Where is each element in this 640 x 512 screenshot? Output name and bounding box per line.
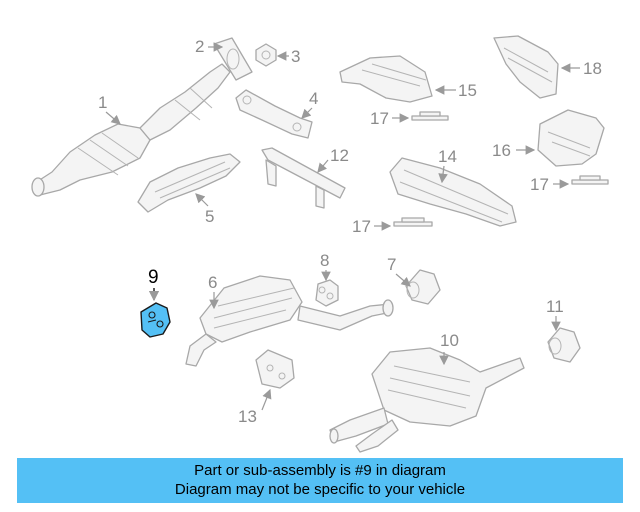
part-2-gasket[interactable]	[213, 37, 253, 81]
callout-17b: 17	[530, 175, 549, 194]
callout-15: 15	[458, 81, 477, 100]
callout-8: 8	[320, 251, 329, 270]
part-8-hanger[interactable]	[315, 279, 339, 307]
banner-line-1: Part or sub-assembly is #9 in diagram	[194, 462, 446, 479]
callout-14: 14	[438, 147, 457, 166]
part-17-clip-c[interactable]	[393, 217, 433, 227]
part-16-rear-shield[interactable]	[537, 109, 605, 167]
part-10-rear-muffler[interactable]	[329, 347, 525, 453]
callout-10: 10	[440, 331, 459, 350]
part-17-clip-b[interactable]	[571, 175, 609, 185]
callout-1: 1	[98, 93, 107, 112]
callout-16: 16	[492, 141, 511, 160]
callout-12: 12	[330, 146, 349, 165]
part-6-center-muffler[interactable]	[185, 275, 394, 367]
part-7-clamp[interactable]	[405, 269, 441, 305]
info-banner: Part or sub-assembly is #9 in diagram Di…	[17, 458, 623, 503]
callout-6: 6	[208, 273, 217, 292]
part-4-bracket[interactable]	[235, 89, 313, 139]
callout-5: 5	[205, 207, 214, 226]
part-12-rail-bracket[interactable]	[261, 147, 346, 209]
callout-2: 2	[195, 37, 204, 56]
banner-line-2: Diagram may not be specific to your vehi…	[174, 481, 466, 498]
part-5-heat-shield[interactable]	[137, 153, 241, 213]
part-13-bracket[interactable]	[255, 349, 295, 389]
callout-11: 11	[546, 297, 564, 316]
part-15-heat-shield[interactable]	[339, 55, 433, 103]
callout-18: 18	[583, 59, 602, 78]
callout-13: 13	[238, 407, 257, 426]
part-18-shield[interactable]	[493, 35, 559, 99]
callout-17a: 17	[370, 109, 389, 128]
callout-3: 3	[291, 47, 300, 66]
part-11-clamp[interactable]	[547, 327, 581, 363]
exhaust-parts-diagram: 1 2 3 4 5 12 15	[31, 35, 609, 453]
callout-17c: 17	[352, 217, 371, 236]
callout-4: 4	[309, 89, 318, 108]
callout-7: 7	[387, 255, 396, 274]
callout-9: 9	[148, 267, 159, 288]
part-3-nut[interactable]	[255, 43, 277, 67]
part-1-catalytic-converter[interactable]	[31, 63, 231, 197]
part-17-clip-a[interactable]	[411, 111, 449, 121]
part-14-tunnel-shield[interactable]	[389, 157, 517, 227]
part-9-rubber-hanger-highlighted[interactable]	[140, 302, 171, 338]
